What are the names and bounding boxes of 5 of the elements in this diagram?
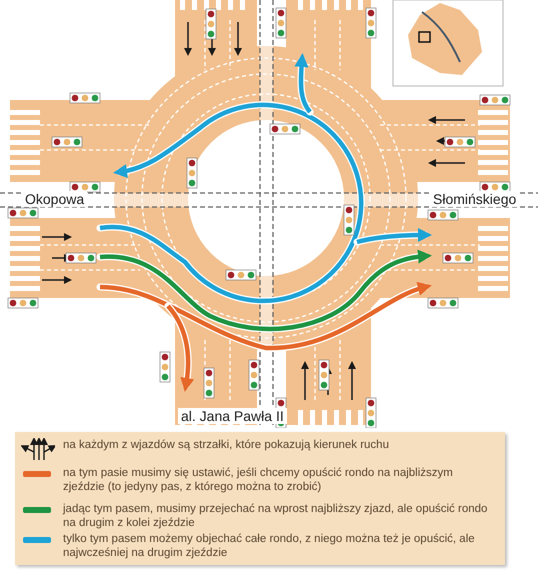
legend-text: na każdym z wjazdów są strzałki, które pokazują kierunek ruchu <box>63 438 390 452</box>
legend-text: na tym pasie musimy się ustawić, jeśli chcemy opuścić rondo na najbliższym zjeździe (to jedyny pas, z którego można to zrobić) <box>63 466 454 494</box>
legend-text: tylko tym pasem możemy objechać całe rondo, z niego można też je opuścić, ale najwcześniej na drugim zjeździe <box>63 532 476 560</box>
street-name-label: Słomińskiego <box>430 191 520 207</box>
street-name-label: Okopowa <box>22 191 88 207</box>
